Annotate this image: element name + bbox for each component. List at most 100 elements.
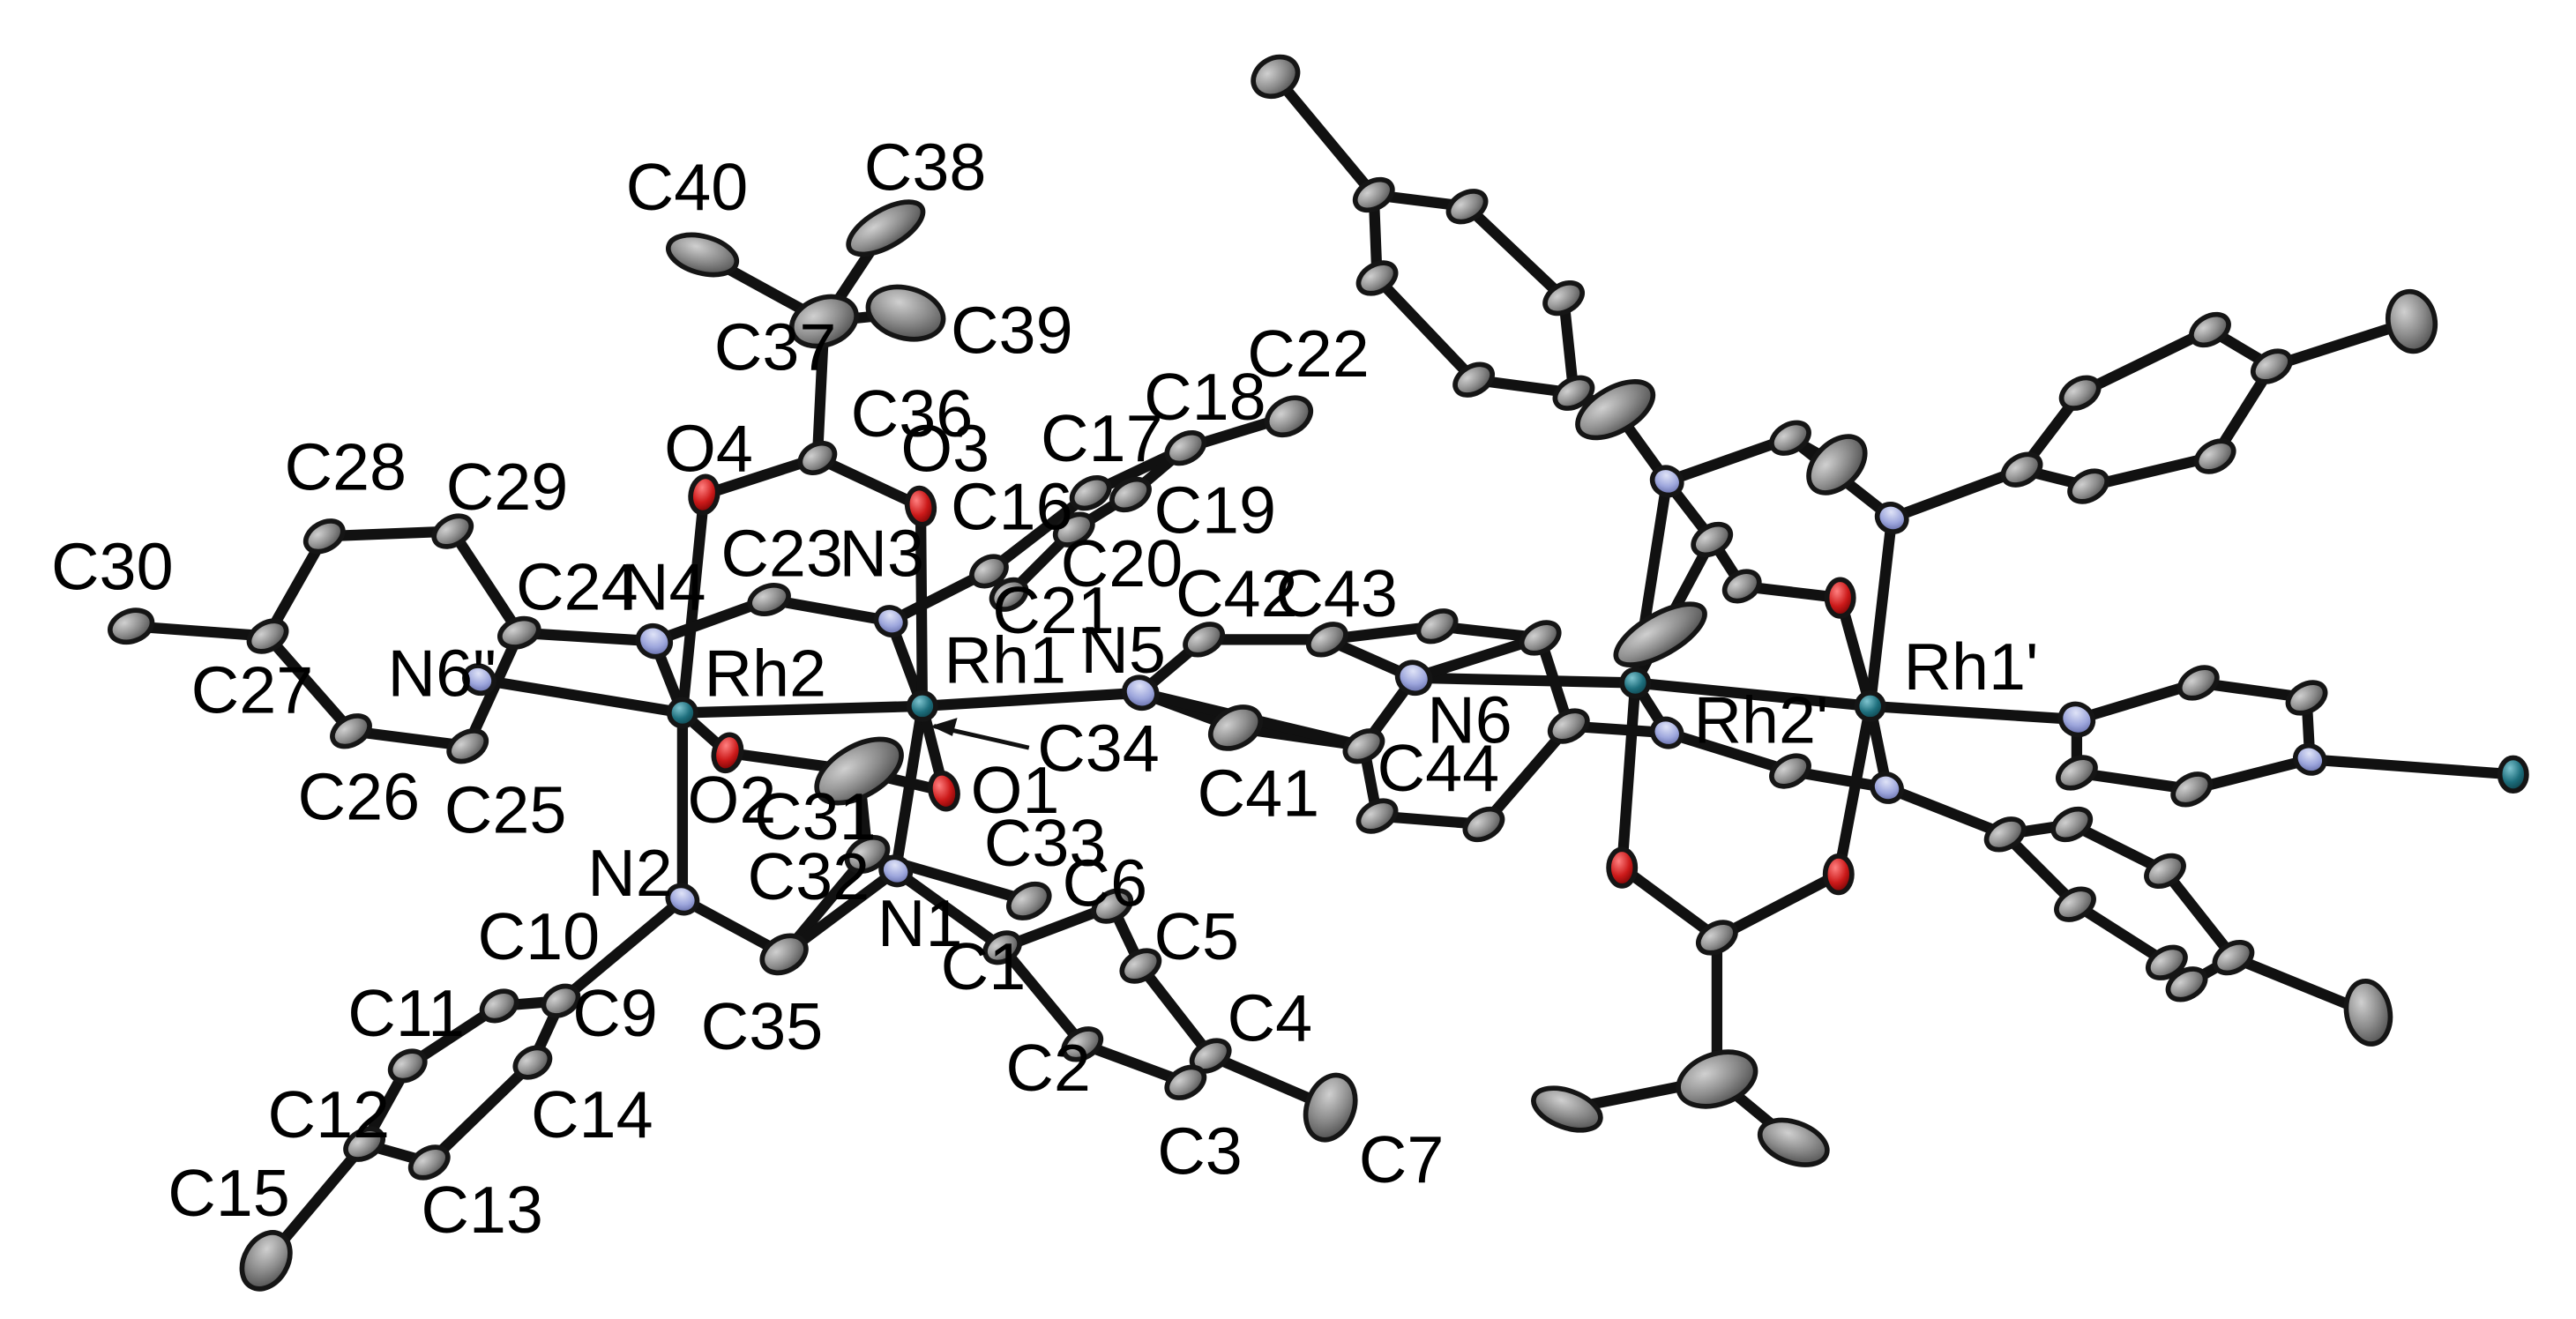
atom-C24 xyxy=(497,615,541,650)
atom-N3 xyxy=(873,605,908,637)
atom-C5 xyxy=(1119,948,1162,984)
atom-N1p xyxy=(1649,465,1684,498)
atom-C20 xyxy=(1052,511,1095,548)
bond-G4-G5 xyxy=(2159,865,2239,964)
atom-C3b xyxy=(1613,601,1707,667)
label-C43: C43 xyxy=(1275,557,1398,631)
label-C10: C10 xyxy=(478,900,601,974)
atom-C17 xyxy=(1069,474,1112,511)
atom-B6 xyxy=(1452,361,1495,398)
atom-P1 xyxy=(1519,620,1562,656)
label-C13: C13 xyxy=(421,1174,543,1248)
atom-C22 xyxy=(1264,395,1314,438)
bond-Rh2p-Rh1p xyxy=(1630,677,1876,712)
atom-C11 xyxy=(387,1048,428,1084)
bond-B6-B7 xyxy=(1371,272,1480,385)
label-N3: N3 xyxy=(839,518,924,592)
atom-B3 xyxy=(1445,189,1489,225)
atom-N2 xyxy=(665,883,700,916)
atom-C9 xyxy=(541,983,581,1018)
atom-C5d xyxy=(1531,1085,1603,1133)
label-C42: C42 xyxy=(1176,557,1298,631)
bond-Rh1-N1 xyxy=(890,700,929,877)
atom-Rh2p xyxy=(1619,667,1652,699)
atom-C19 xyxy=(1109,476,1152,513)
atom-E4 xyxy=(2251,348,2293,384)
atom-F2 xyxy=(2177,665,2220,701)
atom-C16 xyxy=(969,554,1009,589)
atom-C13 xyxy=(407,1144,451,1181)
atom-C5e xyxy=(1757,1117,1830,1167)
label-O2: O2 xyxy=(688,764,777,838)
label-C7: C7 xyxy=(1359,1123,1445,1197)
bond-N6-P1 xyxy=(1407,632,1546,683)
label-O4: O4 xyxy=(664,413,753,487)
atom-B2 xyxy=(1352,176,1395,213)
label-Rh1p: Rh1' xyxy=(1903,630,2038,704)
label-C41: C41 xyxy=(1198,757,1320,831)
label-Rh2p: Rh2' xyxy=(1693,683,1828,757)
atom-Rh_end xyxy=(2497,755,2529,794)
bond-Rh2-N6pp xyxy=(474,674,689,719)
bond-N6-Rh2p xyxy=(1407,672,1641,689)
bond-B3-B4 xyxy=(1461,201,1570,304)
atom-B5 xyxy=(1552,375,1595,411)
label-C2: C2 xyxy=(1005,1032,1091,1106)
atom-C1 xyxy=(982,930,1022,965)
label-C20: C20 xyxy=(1061,527,1183,601)
atom-E6 xyxy=(2067,468,2109,504)
atom-O2 xyxy=(711,732,744,774)
atom-O1 xyxy=(928,770,960,812)
label-C15: C15 xyxy=(168,1157,290,1231)
bond-N3p-C4b xyxy=(1661,727,1796,777)
atom-G3 xyxy=(2146,944,2188,980)
label-C22: C22 xyxy=(1247,317,1370,391)
atom-P2 xyxy=(1415,608,1459,645)
atom-N3p xyxy=(1649,716,1684,749)
atom-N6pp xyxy=(462,663,497,697)
atom-C38 xyxy=(846,199,926,257)
label-C34: C34 xyxy=(1037,712,1160,786)
atom-O4 xyxy=(688,473,721,516)
bond-N4-C24 xyxy=(513,627,660,647)
atom-C5c xyxy=(1676,1049,1758,1109)
label-C4: C4 xyxy=(1228,982,1313,1056)
atom-E1 xyxy=(2000,451,2043,488)
atom-C29 xyxy=(431,513,474,549)
atom-N4p xyxy=(1870,771,1904,804)
atom-G1 xyxy=(1983,816,2027,853)
atom-E3 xyxy=(2189,311,2231,348)
label-C31: C31 xyxy=(754,780,877,854)
atom-C39 xyxy=(865,284,946,342)
label-N2: N2 xyxy=(587,837,673,911)
atom-Rh1 xyxy=(906,689,938,722)
atom-C6 xyxy=(1091,888,1134,924)
atom-C2b xyxy=(1769,420,1811,456)
label-O1: O1 xyxy=(971,754,1060,828)
bond-C5b-O3p xyxy=(1711,868,1844,943)
label-C6: C6 xyxy=(1063,847,1148,921)
atom-Rh1p xyxy=(1854,689,1886,722)
atom-G4 xyxy=(2212,939,2255,976)
bond-C23-N3 xyxy=(763,593,897,627)
atom-P3 xyxy=(1547,708,1590,744)
label-C36: C36 xyxy=(851,377,974,451)
atom-C5b xyxy=(1696,920,1738,956)
atom-C43 xyxy=(1306,622,1348,658)
label-C17: C17 xyxy=(1041,402,1163,476)
atom-C26 xyxy=(330,713,372,749)
bond-C5-C4 xyxy=(1135,960,1216,1062)
atom-G8 xyxy=(2165,966,2208,1002)
label-C11: C11 xyxy=(347,977,465,1051)
atom-B1 xyxy=(1251,54,1301,100)
atom-B8 xyxy=(1575,379,1656,441)
atom-N2p xyxy=(1874,502,1909,534)
label-C26: C26 xyxy=(298,760,421,834)
bond-G5-G6 xyxy=(2066,818,2171,877)
bond-C29-C28 xyxy=(318,525,459,542)
atom-N6 xyxy=(1394,660,1433,697)
label-C29: C29 xyxy=(446,451,569,525)
label-C12: C12 xyxy=(268,1078,391,1152)
bond-E2-E3 xyxy=(2074,324,2216,399)
atom-N4 xyxy=(635,622,674,660)
